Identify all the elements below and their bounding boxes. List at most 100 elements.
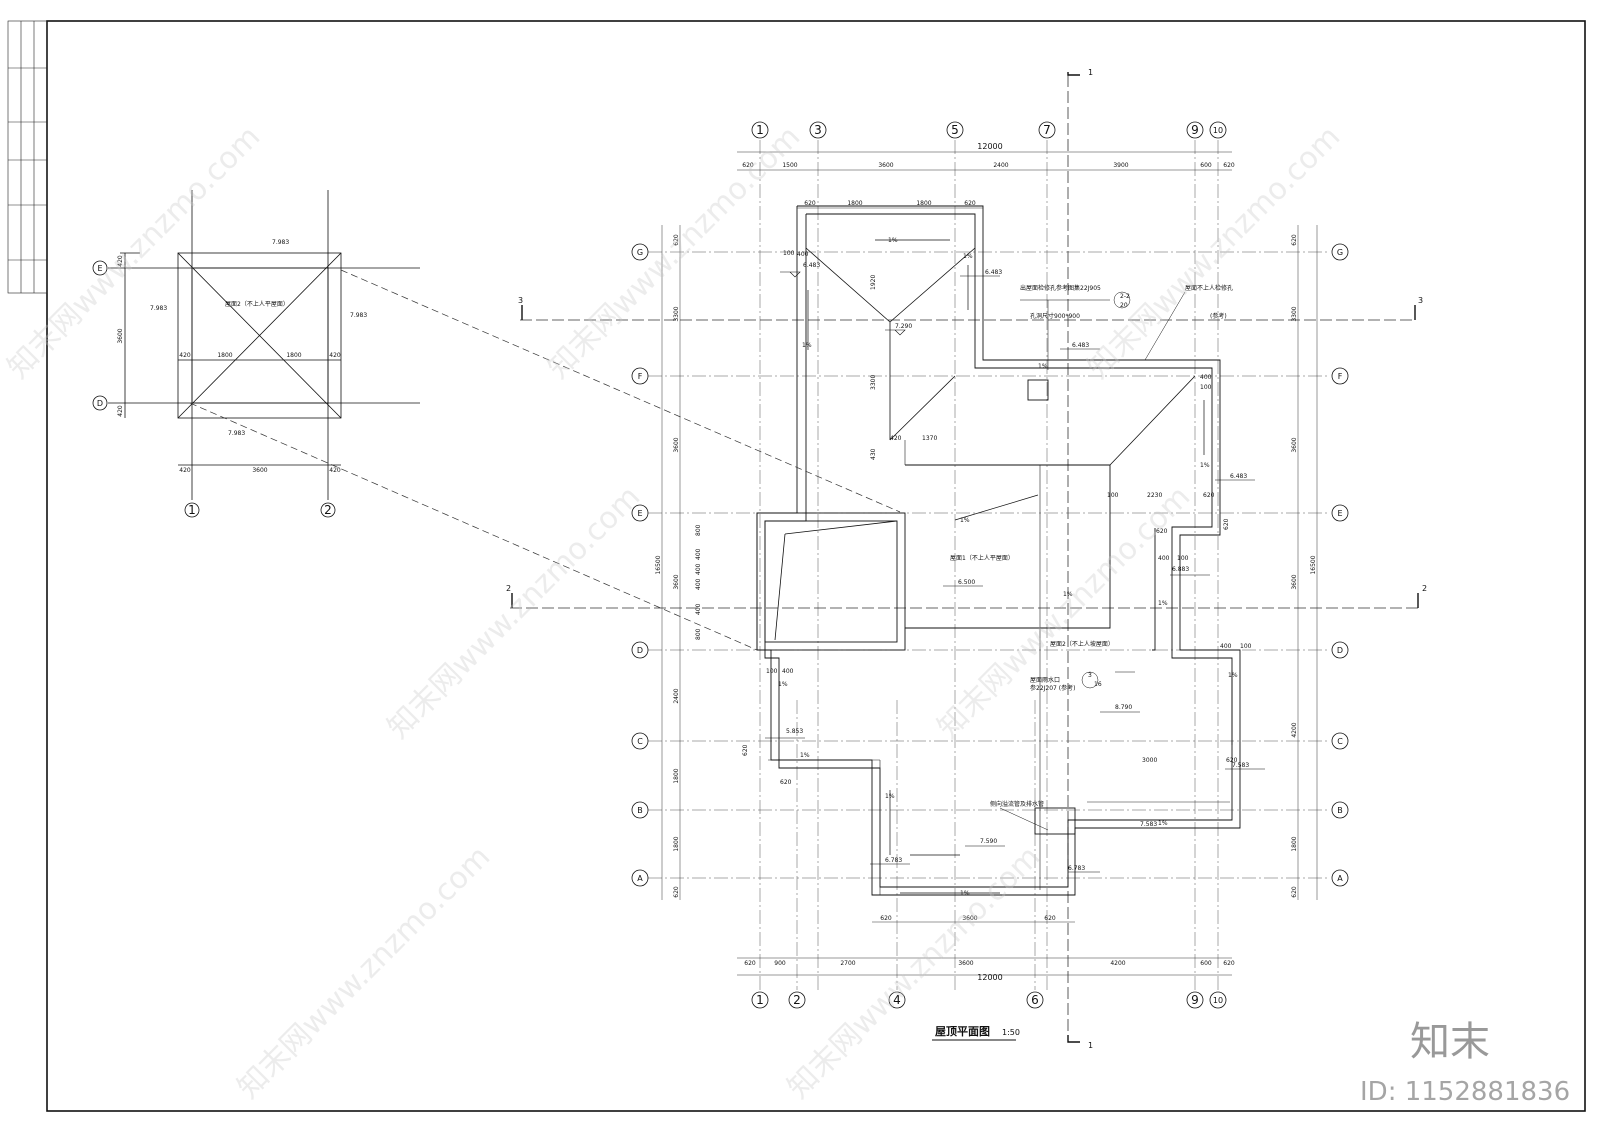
axis-left-C: C xyxy=(637,737,643,746)
note-outlet-ref: 3 xyxy=(1088,672,1092,679)
dim-top-upper-2: 1800 xyxy=(916,200,931,207)
dim-misc-8: 400 xyxy=(1200,374,1212,381)
detail-dim-w-3: 420 xyxy=(329,352,341,359)
dim-misc-18: 400 xyxy=(782,668,794,675)
section-3-left: 3 xyxy=(518,296,523,305)
note-drain1-ref: 2-2 xyxy=(1120,293,1130,300)
axis-top-3: 3 xyxy=(814,123,822,137)
axis-left-E: E xyxy=(637,509,642,518)
note-hatch: 屋面不上人检修孔 xyxy=(1185,284,1233,292)
elev-detail-top: 7.983 xyxy=(272,239,289,246)
note-leaders xyxy=(999,291,1186,831)
elevation-labels: 7.983 7.983 7.983 7.983 6.483 6.483 7.29… xyxy=(150,239,1249,872)
watermarks: 知末网www.znzmo.com 知末网www.znzmo.com 知末网www… xyxy=(1,119,1570,1107)
dim-bottom-seg-2: 2700 xyxy=(840,960,855,967)
elev-7: 6.883 xyxy=(1172,566,1189,573)
axis-bottom-9: 9 xyxy=(1191,993,1199,1007)
watermark-brand: 知末 xyxy=(1410,1019,1490,1065)
dim-right-seg-2: 3600 xyxy=(1291,437,1298,452)
note-roof1: 屋面1（不上人平屋面） xyxy=(950,554,1014,562)
dim-bottom-seg-0: 620 xyxy=(744,960,756,967)
dim-bottom-seg-5: 600 xyxy=(1200,960,1212,967)
dim-left-seg-5: 1800 xyxy=(673,768,680,783)
dim-misc-23: 800 xyxy=(695,524,702,536)
elev-detail-left: 7.983 xyxy=(150,305,167,312)
dim-misc-27: 400 xyxy=(695,603,702,615)
dim-misc-11: 620 xyxy=(1156,528,1168,535)
elev-11: 7.583 xyxy=(1140,821,1157,828)
slope-2: 1% xyxy=(802,342,812,349)
dim-left-seg-3: 3600 xyxy=(673,574,680,589)
axis-bottom-1: 1 xyxy=(756,993,764,1007)
dim-misc-20: 620 xyxy=(780,779,792,786)
elevation-marks xyxy=(765,271,1265,873)
axis-top-9: 9 xyxy=(1191,123,1199,137)
note-outlet-b: 参22J207 (参考) xyxy=(1030,684,1075,692)
elev-detail-bottom: 7.983 xyxy=(228,430,245,437)
dim-misc-29: 100 xyxy=(1107,492,1119,499)
dim-misc-4: 430 xyxy=(870,448,877,460)
dim-bottom-seg-1: 900 xyxy=(774,960,786,967)
dim-misc-6: 1370 xyxy=(922,435,937,442)
watermark-2: 知末网www.znzmo.com xyxy=(541,119,807,385)
dim-misc-0: 100 xyxy=(783,250,795,257)
elev-4: 6.483 xyxy=(1072,342,1089,349)
inner-dimensions: 100 400 1920 3300 430 420 1370 100 400 2… xyxy=(695,250,1252,786)
axis-labels: 1 3 5 7 9 10 1 2 4 6 9 10 G F E D C B A … xyxy=(97,123,1343,1007)
axis-left-F: F xyxy=(638,372,643,381)
dim-top-seg-0: 620 xyxy=(742,162,754,169)
axis-left-D: D xyxy=(637,646,643,655)
reference-lines xyxy=(189,269,901,651)
section-1-bottom: 1 xyxy=(1088,1041,1093,1050)
dim-misc-3: 3300 xyxy=(870,375,877,390)
elev-5: 6.483 xyxy=(1230,473,1247,480)
dim-left-seg-7: 620 xyxy=(673,886,680,898)
title-block xyxy=(7,20,48,294)
dim-right-seg-4: 4200 xyxy=(1291,722,1298,737)
elev-2: 6.483 xyxy=(985,269,1002,276)
axis-bottom-6: 6 xyxy=(1031,993,1039,1007)
dim-misc-12: 400 xyxy=(1158,555,1170,562)
axis-top-10: 10 xyxy=(1213,126,1223,135)
note-drain1-page: 20 xyxy=(1120,302,1128,309)
dim-misc-15: 100 xyxy=(1240,643,1252,650)
dim-misc-5: 420 xyxy=(890,435,902,442)
axis-right-B: B xyxy=(1337,806,1343,815)
elev-1: 6.483 xyxy=(803,262,820,269)
axis-left-G: G xyxy=(637,248,643,257)
note-hatch-b: (参考) xyxy=(1210,312,1227,320)
right-dimensions: 16500 620 3300 3600 3600 4200 1800 620 xyxy=(1291,234,1317,898)
axis-top-1: 1 xyxy=(756,123,764,137)
detail-axis-2: 2 xyxy=(324,503,332,517)
dim-top-upper-0: 620 xyxy=(804,200,816,207)
dim-bottom-seg-3: 3600 xyxy=(958,960,973,967)
elev-detail-right: 7.983 xyxy=(350,312,367,319)
note-roof-detail: 屋面2（不上人平屋面） xyxy=(225,300,289,308)
note-drain1b: 孔洞尺寸900*900 xyxy=(1030,312,1080,320)
dim-misc-16: 620 xyxy=(1226,757,1238,764)
section-labels: 1 1 3 3 2 2 xyxy=(506,68,1427,1050)
top-dimensions: 12000 620 1500 3600 2400 3900 600 620 62… xyxy=(742,142,1235,207)
elev-3: 7.290 xyxy=(895,323,912,330)
dim-bottom-inner-2: 620 xyxy=(1044,915,1056,922)
elev-6: 6.500 xyxy=(958,579,975,586)
section-ticks xyxy=(511,72,1419,1043)
dim-bottom-inner-1: 3600 xyxy=(962,915,977,922)
dim-left-total: 16500 xyxy=(655,555,662,574)
axis-top-5: 5 xyxy=(951,123,959,137)
dim-top-seg-2: 3600 xyxy=(878,162,893,169)
dim-right-seg-5: 1800 xyxy=(1291,836,1298,851)
section-3-right: 3 xyxy=(1418,296,1423,305)
elev-10: 7.583 xyxy=(1232,762,1249,769)
plan-lines xyxy=(768,440,1230,895)
dim-right-seg-3: 3600 xyxy=(1291,574,1298,589)
axis-right-A: A xyxy=(1337,874,1343,883)
axis-bottom-2: 2 xyxy=(793,993,801,1007)
bottom-dimensions: 12000 620 900 2700 3600 4200 600 620 620… xyxy=(744,915,1235,982)
dim-left-seg-6: 1800 xyxy=(673,836,680,851)
dim-top-seg-5: 600 xyxy=(1200,162,1212,169)
dim-left-seg-4: 2400 xyxy=(673,688,680,703)
dim-top-upper-3: 620 xyxy=(964,200,976,207)
axis-right-D: D xyxy=(1337,646,1343,655)
